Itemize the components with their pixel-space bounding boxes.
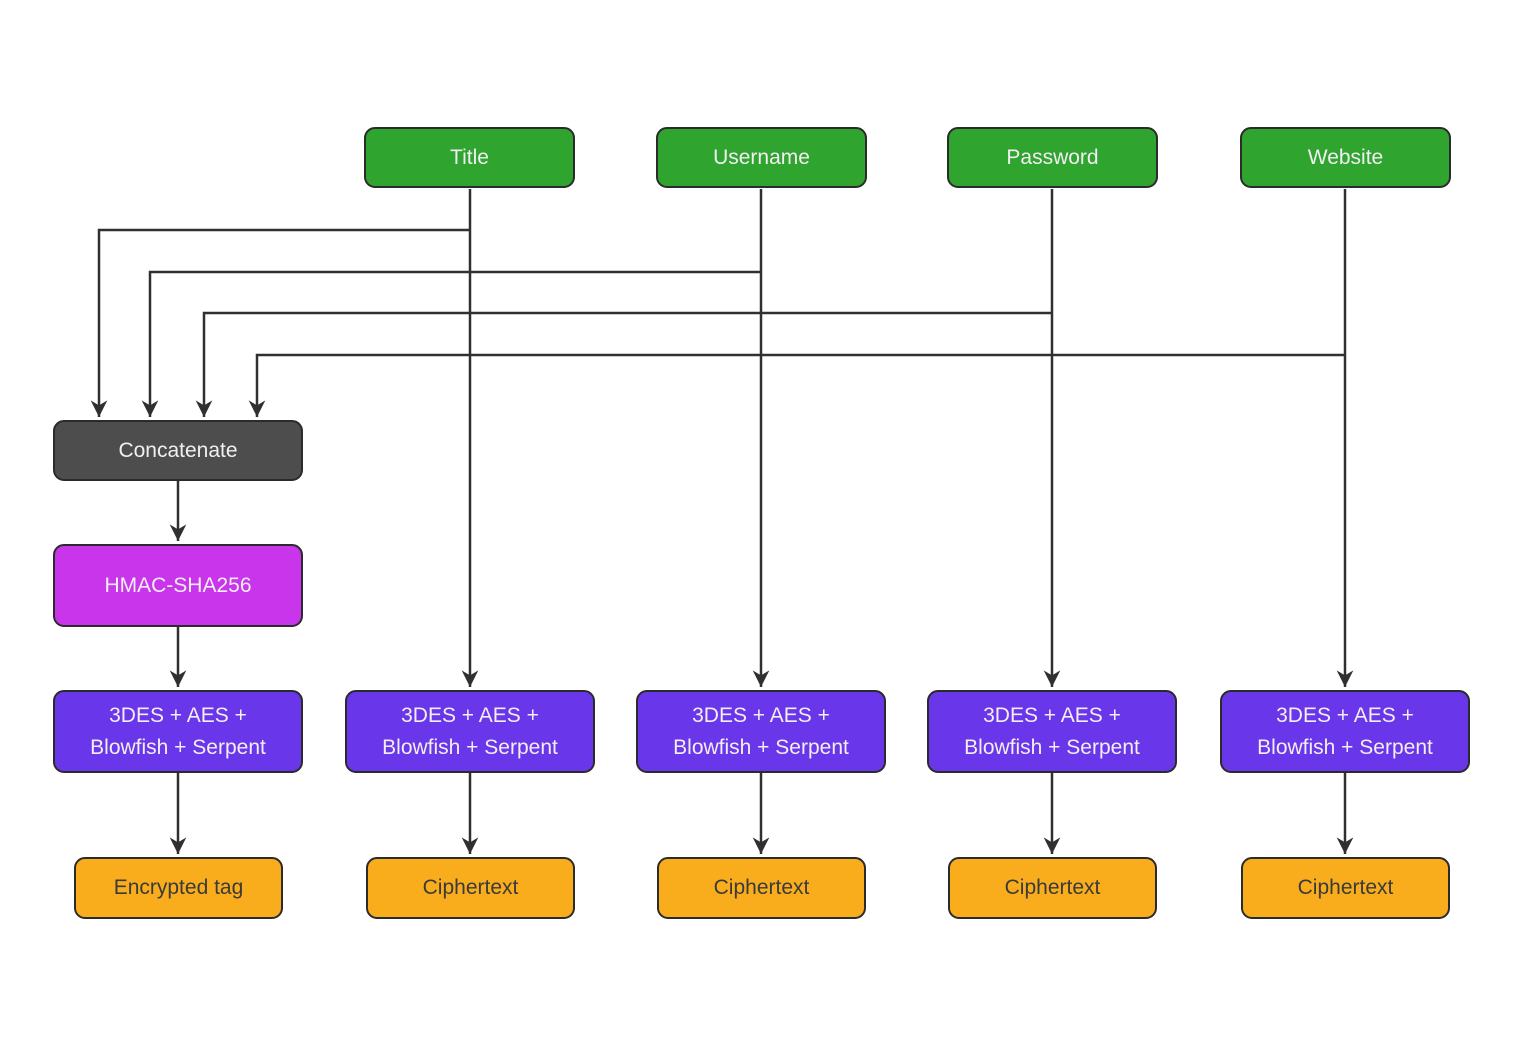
node-password: Password (947, 127, 1158, 188)
node-ciphertext-website: Ciphertext (1241, 857, 1450, 919)
node-hmac-sha256: HMAC-SHA256 (53, 544, 303, 627)
node-concatenate-label: Concatenate (118, 438, 238, 462)
node-cipher-website: 3DES + AES + Blowfish + Serpent (1220, 690, 1470, 773)
node-cipher-hmac: 3DES + AES + Blowfish + Serpent (53, 690, 303, 773)
edge-title-to-concatenate (90, 228, 470, 417)
node-concatenate: Concatenate (53, 420, 303, 481)
node-cipher-hmac-label: 3DES + AES + Blowfish + Serpent (90, 704, 266, 759)
node-cipher-password-label: 3DES + AES + Blowfish + Serpent (964, 704, 1140, 759)
edge-website-to-concatenate (248, 353, 1345, 417)
edge-username-to-concatenate (141, 270, 761, 417)
node-cipher-website-label: 3DES + AES + Blowfish + Serpent (1257, 704, 1433, 759)
node-website-label: Website (1307, 145, 1384, 169)
node-hmac-sha256-label: HMAC-SHA256 (104, 573, 252, 597)
node-encrypted-tag: Encrypted tag (74, 857, 283, 919)
node-ciphertext-title-label: Ciphertext (422, 876, 519, 900)
node-title-label: Title (450, 145, 489, 169)
node-cipher-title: 3DES + AES + Blowfish + Serpent (345, 690, 595, 773)
node-ciphertext-username: Ciphertext (657, 857, 866, 919)
node-cipher-username: 3DES + AES + Blowfish + Serpent (636, 690, 886, 773)
node-password-label: Password (1006, 145, 1099, 169)
node-username: Username (656, 127, 867, 188)
node-title: Title (364, 127, 575, 188)
node-cipher-username-label: 3DES + AES + Blowfish + Serpent (673, 704, 849, 759)
node-ciphertext-website-label: Ciphertext (1297, 876, 1394, 900)
node-encrypted-tag-label: Encrypted tag (113, 876, 244, 900)
node-ciphertext-password-label: Ciphertext (1004, 876, 1101, 900)
node-ciphertext-username-label: Ciphertext (713, 876, 810, 900)
node-ciphertext-title: Ciphertext (366, 857, 575, 919)
node-cipher-password: 3DES + AES + Blowfish + Serpent (927, 690, 1177, 773)
node-cipher-title-label: 3DES + AES + Blowfish + Serpent (382, 704, 558, 759)
node-username-label: Username (713, 145, 810, 169)
node-website: Website (1240, 127, 1451, 188)
edge-password-to-concatenate (195, 311, 1052, 417)
node-ciphertext-password: Ciphertext (948, 857, 1157, 919)
